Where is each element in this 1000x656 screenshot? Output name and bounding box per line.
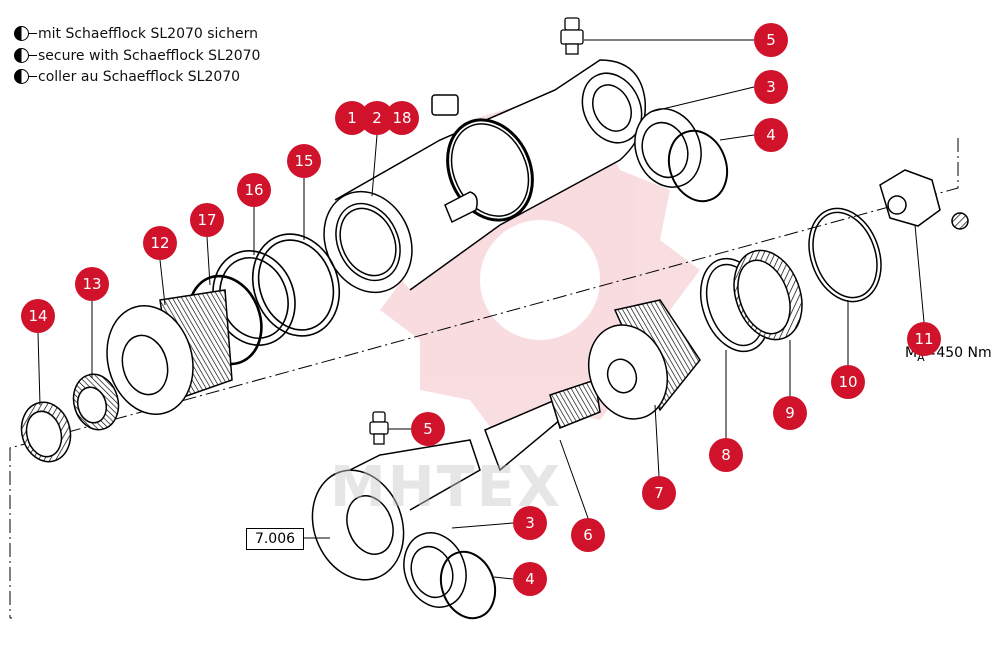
callout-11: 11 (907, 322, 941, 356)
callout-3: 3 (754, 70, 788, 104)
rod-eye (311, 439, 481, 581)
callout-4: 4 (754, 118, 788, 152)
piston-seals (699, 207, 882, 353)
callout-12: 12 (143, 226, 177, 260)
callout-3: 3 (513, 506, 547, 540)
callout-6: 6 (571, 518, 605, 552)
grease-nipple-bottom-icon (369, 411, 389, 445)
note-english: secure with Schaefflock SL2070 (14, 48, 260, 64)
leader-lines (37, 39, 925, 580)
callout-18: 18 (385, 101, 419, 135)
wiper-bushing (20, 373, 120, 463)
callout-5: 5 (754, 23, 788, 57)
hex-nut (879, 169, 969, 230)
grease-nipple-top-icon (560, 17, 584, 55)
callout-5: 5 (411, 412, 445, 446)
piston (587, 299, 701, 420)
note-text: mit Schaefflock SL2070 sichern (38, 26, 258, 42)
callout-17: 17 (190, 203, 224, 237)
lower-bearing (403, 532, 497, 620)
reference-box: 7.006 (246, 528, 304, 550)
note-text: secure with Schaefflock SL2070 (38, 48, 261, 64)
upper-bearing (634, 108, 729, 203)
callout-13: 13 (75, 267, 109, 301)
callout-15: 15 (287, 144, 321, 178)
half-circle-icon (14, 69, 29, 84)
note-german: mit Schaefflock SL2070 sichern (14, 26, 258, 42)
callout-8: 8 (709, 438, 743, 472)
half-circle-icon (14, 26, 29, 41)
callout-4: 4 (513, 562, 547, 596)
callout-9: 9 (773, 396, 807, 430)
guide-bushing (106, 289, 233, 415)
note-french: coller au Schaefflock SL2070 (14, 69, 240, 85)
piston-rod (484, 379, 601, 472)
callout-10: 10 (831, 365, 865, 399)
half-circle-icon (14, 48, 29, 63)
callout-14: 14 (21, 299, 55, 333)
callout-7: 7 (642, 476, 676, 510)
callout-16: 16 (237, 173, 271, 207)
cylinder-barrel (323, 59, 647, 294)
note-text: coller au Schaefflock SL2070 (38, 69, 241, 85)
